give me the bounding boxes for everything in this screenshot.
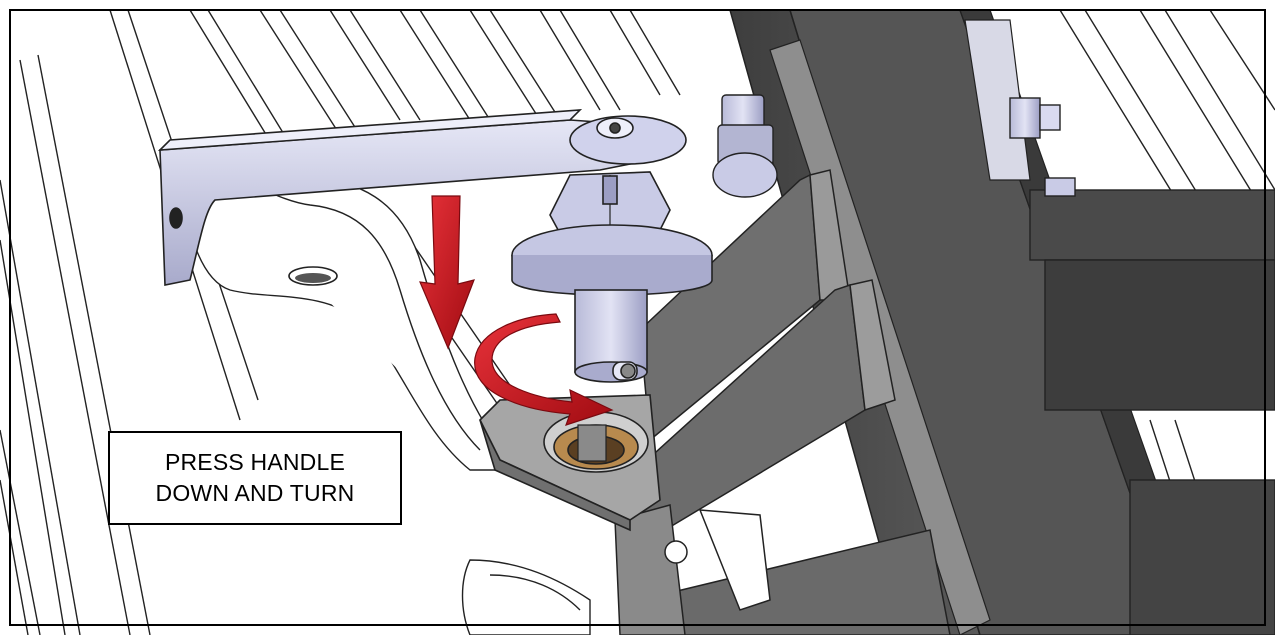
frame-bolts bbox=[712, 94, 1076, 198]
floor-hole-shadow bbox=[295, 273, 331, 283]
instruction-callout: PRESS HANDLE DOWN AND TURN bbox=[108, 431, 402, 525]
mounting-brackets bbox=[614, 169, 951, 635]
curved-rotate-arrow-icon bbox=[474, 313, 614, 426]
callout-line-2: DOWN AND TURN bbox=[155, 480, 355, 506]
drawing-border bbox=[9, 9, 1266, 626]
callout-line-1: PRESS HANDLE bbox=[164, 449, 346, 475]
arrow-down-icon bbox=[419, 195, 475, 350]
handle-lever bbox=[157, 109, 687, 286]
latch-pin-assembly bbox=[511, 171, 713, 383]
mounting-plate bbox=[479, 394, 661, 532]
floor-recess bbox=[174, 143, 591, 635]
